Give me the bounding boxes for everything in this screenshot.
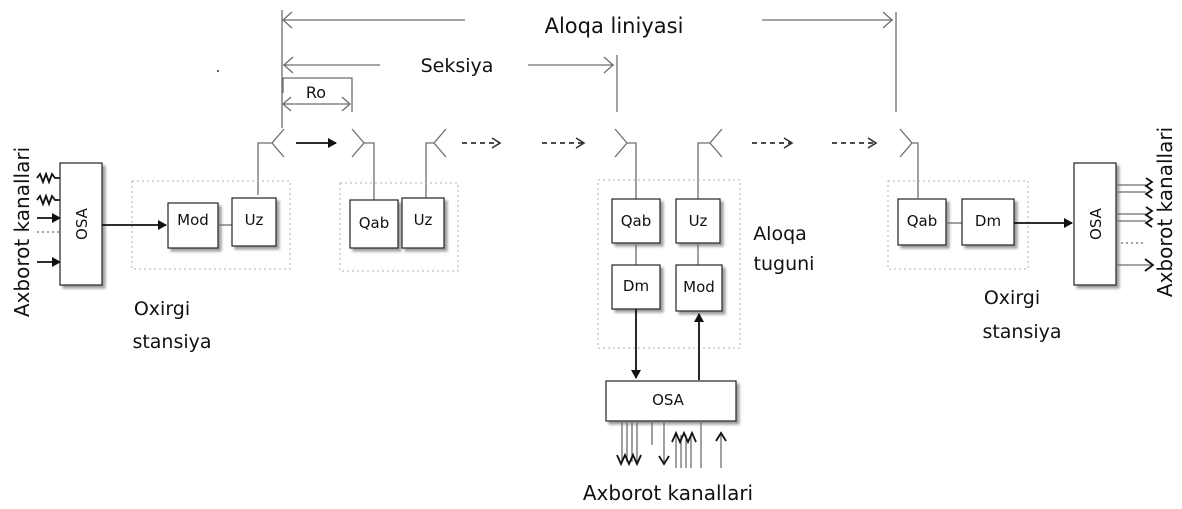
qab-repeater-label: Qab: [359, 214, 390, 232]
left-input-channels: [36, 171, 61, 267]
osa-right-block: [1073, 162, 1117, 286]
uz-node-label: Uz: [689, 212, 708, 230]
right-station-label-2: stansiya: [982, 321, 1061, 343]
uz-repeater-block: [401, 197, 445, 249]
ro-label: Ro: [306, 83, 326, 102]
dm-node-block: [611, 264, 661, 310]
ro-dimension: Ro: [282, 77, 353, 112]
line-dimension: Aloqa liniyasi: [281, 10, 897, 128]
repeater-group: [339, 182, 459, 272]
node-label-1: Aloqa: [753, 223, 807, 245]
uz-left-block: [231, 197, 277, 247]
osa-bottom-label: OSA: [652, 391, 685, 409]
osa-right-label: OSA: [1087, 207, 1105, 240]
stray-dot: [217, 70, 219, 72]
qab-node-block: [611, 198, 661, 244]
dm-node-label: Dm: [623, 277, 649, 295]
left-station-label-2: stansiya: [132, 331, 211, 353]
qab-right-block: [897, 198, 947, 246]
antenna-rx-right: [899, 128, 919, 198]
node-group: [597, 179, 741, 349]
uz-node-block: [675, 198, 721, 244]
left-station-label-1: Oxirgi: [134, 298, 190, 320]
section-dimension: Seksiya: [283, 55, 618, 112]
left-channels-label: Axborot kanallari: [10, 147, 34, 317]
uz-left-label: Uz: [245, 211, 264, 229]
right-station-group: [887, 180, 1029, 270]
qab-repeater-block: [349, 199, 399, 249]
qab-node-label: Qab: [621, 212, 652, 230]
uz-repeater-label: Uz: [414, 211, 433, 229]
antenna-tx-left: [257, 128, 285, 195]
right-channels-label: Axborot kanallari: [1153, 127, 1177, 297]
qab-right-label: Qab: [907, 212, 938, 230]
osa-bottom-block: [605, 380, 737, 422]
antenna-tx-repeater: [425, 128, 447, 198]
left-station-group: [131, 180, 291, 270]
mod-node-block: [675, 264, 723, 312]
antenna-rx-repeater: [351, 128, 375, 200]
antenna-rx-node: [614, 128, 637, 199]
mod-left-block: [167, 202, 219, 249]
dm-right-label: Dm: [975, 212, 1001, 230]
line-title: Aloqa liniyasi: [545, 14, 684, 38]
osa-left-block: [59, 162, 103, 286]
node-label-2: tuguni: [754, 253, 815, 275]
section-label: Seksiya: [421, 55, 494, 77]
bottom-channels-label: Axborot kanallari: [583, 481, 753, 505]
mod-node-label: Mod: [683, 278, 715, 296]
right-station-label-1: Oxirgi: [984, 287, 1040, 309]
dm-right-block: [961, 198, 1015, 246]
right-output-channels: [1116, 177, 1155, 272]
mod-left-label: Mod: [177, 211, 209, 229]
osa-left-label: OSA: [73, 207, 91, 240]
antenna-tx-node: [697, 128, 723, 199]
bottom-channels: [616, 421, 727, 468]
